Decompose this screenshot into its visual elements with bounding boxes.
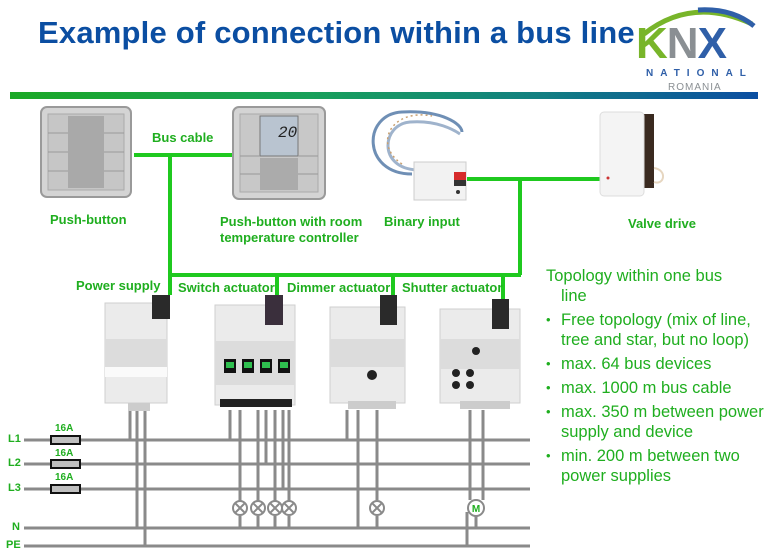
page-title: Example of connection within a bus line: [38, 15, 635, 50]
topology-item: max. 1000 m bus cable: [546, 378, 766, 398]
fuse-label: 16A: [55, 472, 74, 483]
bus-cable-label: Bus cable: [152, 130, 214, 145]
valve-drive-label: Valve drive: [628, 216, 696, 231]
room-controller-label-line1: Push-button with room: [220, 214, 363, 229]
din-rail-devices: [104, 295, 521, 411]
phase-label-l3: L3: [8, 482, 21, 494]
motor-label: M: [472, 504, 480, 515]
phase-label-n: N: [12, 521, 20, 533]
lamp-icon: [267, 500, 283, 516]
topology-item: Free topology (mix of line, tree and sta…: [546, 310, 766, 350]
topology-item: min. 200 m between two power supplies: [546, 446, 766, 486]
fuse-l3: [50, 484, 81, 494]
dimmer-actuator-label: Dimmer actuator: [287, 280, 391, 295]
logo-national: NATIONAL: [646, 68, 753, 79]
room-controller-label-line2: temperature controller: [220, 230, 359, 245]
lamp-icon: [250, 500, 266, 516]
binary-input-label: Binary input: [384, 214, 460, 229]
topology-item: max. 350 m between power supply and devi…: [546, 402, 766, 442]
topology-panel: Topology within one bus line Free topolo…: [546, 266, 766, 486]
temperature-display: 20: [278, 124, 298, 142]
fuse-l2: [50, 459, 81, 469]
phase-label-l2: L2: [8, 457, 21, 469]
power-supply-device: [104, 295, 170, 411]
lamps: [232, 499, 485, 517]
fuse-label: 16A: [55, 423, 74, 434]
dimmer-actuator-device: [329, 295, 406, 409]
power-supply-label: Power supply: [76, 278, 161, 293]
shutter-actuator-device: [439, 299, 521, 409]
topology-heading: Topology within one bus: [546, 267, 723, 285]
topology-heading-cont: line: [561, 287, 587, 305]
lamp-icon: [232, 500, 248, 516]
motor-icon: [467, 499, 485, 517]
logo-romania: ROMANIA: [668, 82, 722, 93]
knx-logo: KNX NATIONAL ROMANIA: [632, 2, 762, 94]
switch-actuator-device: [214, 295, 296, 407]
topology-list: Free topology (mix of line, tree and sta…: [546, 310, 766, 486]
push-button-device: [40, 106, 132, 198]
phase-label-l1: L1: [8, 433, 21, 445]
switch-actuator-label: Switch actuator: [178, 280, 275, 295]
mains-wiring: [24, 410, 530, 548]
fuse-l1: [50, 435, 81, 445]
valve-drive-device: [599, 111, 664, 197]
shutter-actuator-label: Shutter actuator: [402, 280, 503, 295]
fuses: [50, 435, 81, 494]
logo-wordmark: KNX: [636, 19, 727, 68]
lamp-icon: [369, 500, 385, 516]
topology-item: max. 64 bus devices: [546, 354, 766, 374]
title-divider: [10, 92, 758, 99]
fuse-label: 16A: [55, 448, 74, 459]
phase-label-pe: PE: [6, 539, 21, 551]
push-button-label: Push-button: [50, 212, 127, 227]
room-controller-device: [232, 106, 326, 200]
lamp-icon: [281, 500, 297, 516]
binary-input-device: [371, 110, 467, 201]
bus-cable: [134, 153, 600, 300]
logo-arc-icon: [642, 7, 756, 36]
